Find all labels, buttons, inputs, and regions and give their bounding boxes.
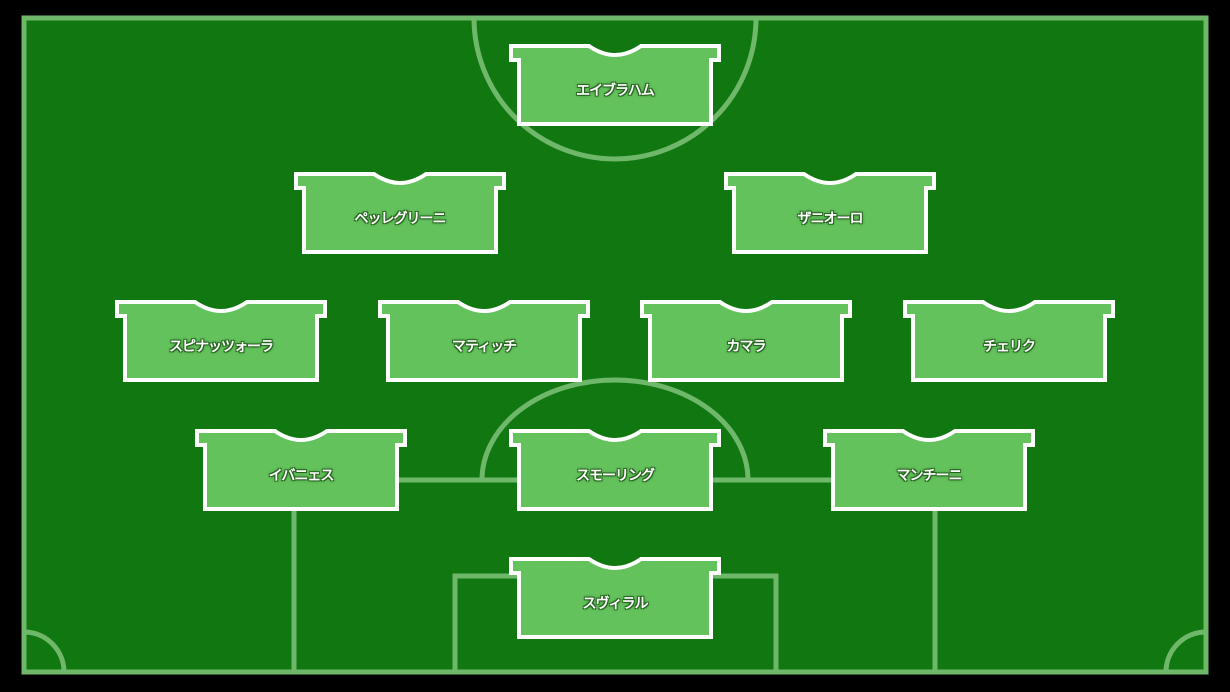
player-goalkeeper[interactable]: スヴィラル	[507, 557, 723, 639]
player-midfield-3[interactable]: カマラ	[638, 300, 854, 382]
jersey-icon	[724, 172, 936, 254]
player-defense-3[interactable]: マンチーニ	[821, 429, 1037, 511]
player-attacking-mid-1[interactable]: ペッレグリーニ	[292, 172, 508, 254]
player-midfield-4[interactable]: チェリク	[901, 300, 1117, 382]
jersey-icon	[509, 557, 721, 639]
player-attacking-mid-2[interactable]: ザニオーロ	[722, 172, 938, 254]
jersey-icon	[509, 44, 721, 126]
player-name: ペッレグリーニ	[354, 211, 447, 227]
jersey-icon	[115, 300, 327, 382]
pitch-boundary	[21, 15, 1209, 675]
center-circle-arc	[471, 17, 759, 162]
player-defense-1[interactable]: イバニェス	[193, 429, 409, 511]
player-name: スヴィラル	[582, 596, 649, 612]
player-name: エイブラハム	[576, 83, 655, 99]
jersey-icon	[640, 300, 852, 382]
player-defense-2[interactable]: スモーリング	[507, 429, 723, 511]
player-name: チェリク	[983, 339, 1036, 355]
player-midfield-1[interactable]: スピナッツォーラ	[113, 300, 329, 382]
player-name: マティッチ	[451, 339, 517, 355]
jersey-icon	[195, 429, 407, 511]
player-name: スピナッツォーラ	[169, 339, 274, 355]
jersey-icon	[903, 300, 1115, 382]
penalty-arc	[479, 377, 751, 481]
jersey-icon	[294, 172, 506, 254]
corner-arc-left	[23, 629, 67, 673]
player-forward-1[interactable]: エイブラハム	[507, 44, 723, 126]
jersey-icon	[378, 300, 590, 382]
player-name: マンチーニ	[896, 468, 963, 484]
jersey-icon	[509, 429, 721, 511]
jersey-icon	[823, 429, 1035, 511]
player-name: ザニオーロ	[797, 211, 864, 227]
player-name: イバニェス	[268, 468, 335, 484]
player-name: カマラ	[726, 339, 767, 355]
player-name: スモーリング	[576, 468, 655, 484]
player-midfield-2[interactable]: マティッチ	[376, 300, 592, 382]
corner-arc-right	[1163, 629, 1207, 673]
